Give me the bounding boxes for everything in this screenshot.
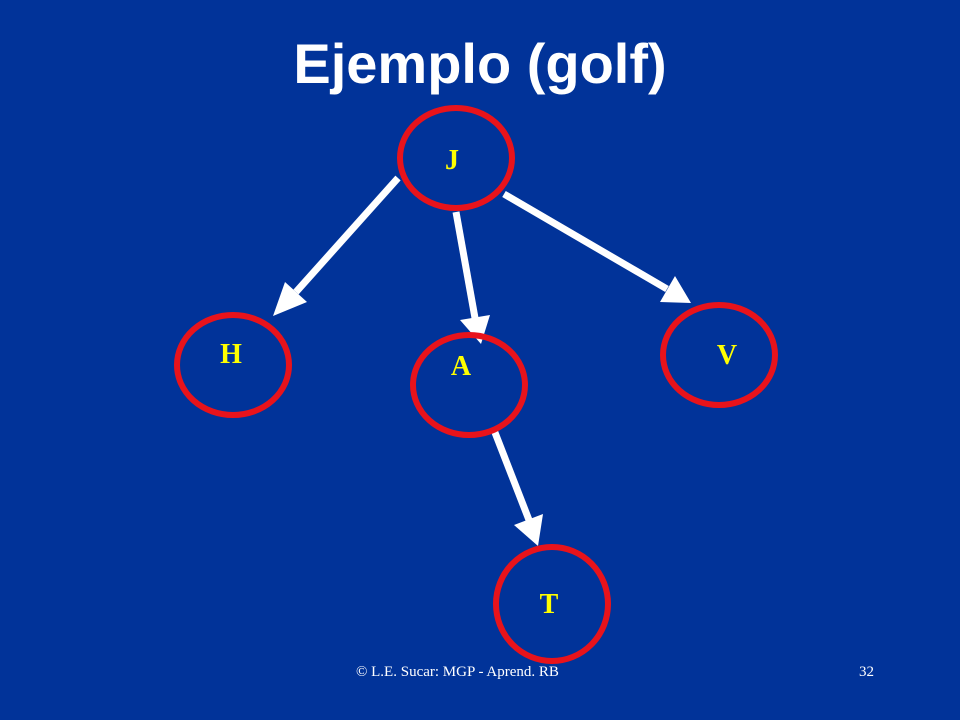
footer-credit: © L.E. Sucar: MGP - Aprend. RB xyxy=(356,664,559,680)
node-h-label: H xyxy=(220,339,242,370)
node-v: V xyxy=(660,302,778,408)
node-j: J xyxy=(397,105,515,211)
node-a: A xyxy=(410,332,528,438)
node-t-label: T xyxy=(540,589,559,620)
edge-j-h xyxy=(273,175,401,316)
edge-a-t xyxy=(490,428,543,546)
node-h: H xyxy=(174,312,292,418)
edge-j-v xyxy=(502,190,691,303)
edge-j-a xyxy=(452,211,490,344)
node-a-label: A xyxy=(451,351,472,382)
slide-number: 32 xyxy=(859,664,874,680)
slide-title: Ejemplo (golf) xyxy=(293,32,667,95)
node-j-label: J xyxy=(445,145,459,176)
node-t: T xyxy=(493,544,611,664)
node-v-label: V xyxy=(717,340,737,371)
